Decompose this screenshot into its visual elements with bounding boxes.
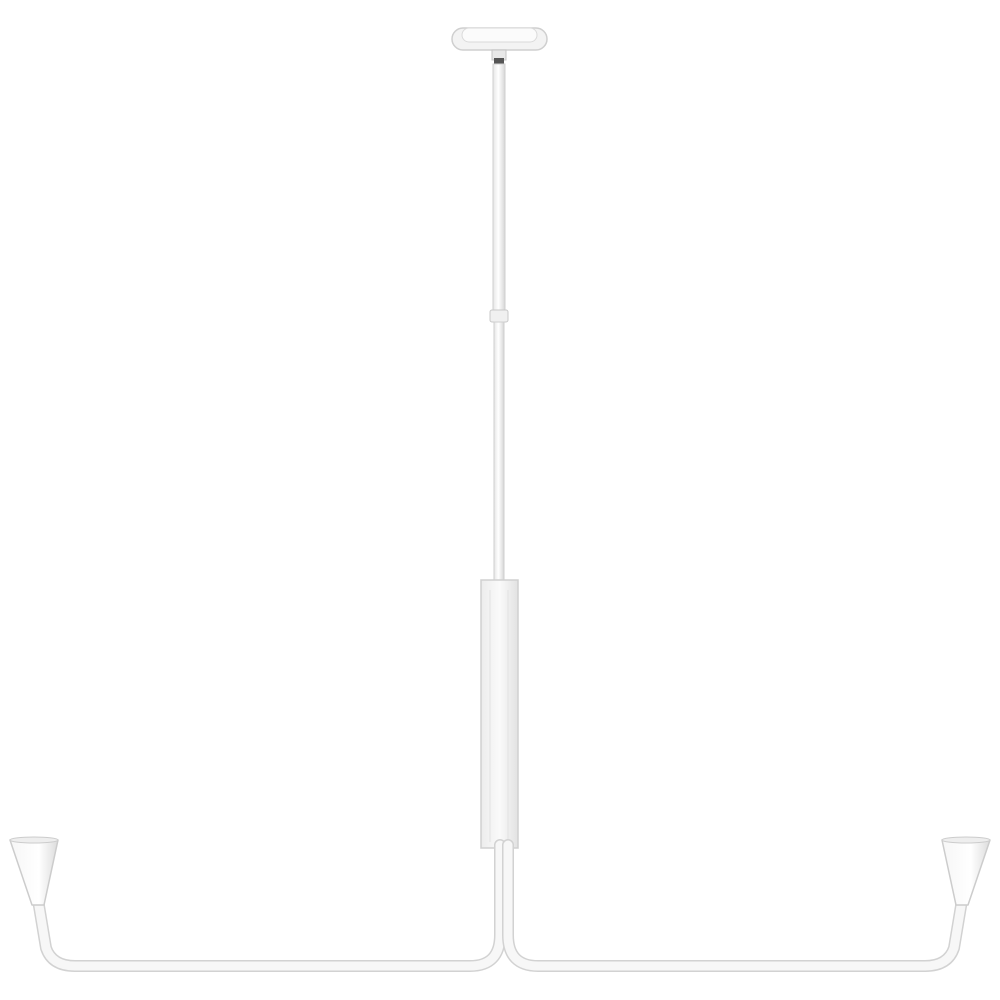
rod-coupling: [489, 309, 509, 323]
right-arm: [502, 839, 968, 972]
lower-rod: [493, 321, 505, 583]
left-arm: [32, 839, 506, 972]
upper-rod: [492, 63, 506, 313]
right-shade: [941, 836, 991, 906]
center-body: [480, 579, 519, 849]
ceiling-canopy: [451, 27, 548, 66]
left-shade: [9, 836, 59, 906]
